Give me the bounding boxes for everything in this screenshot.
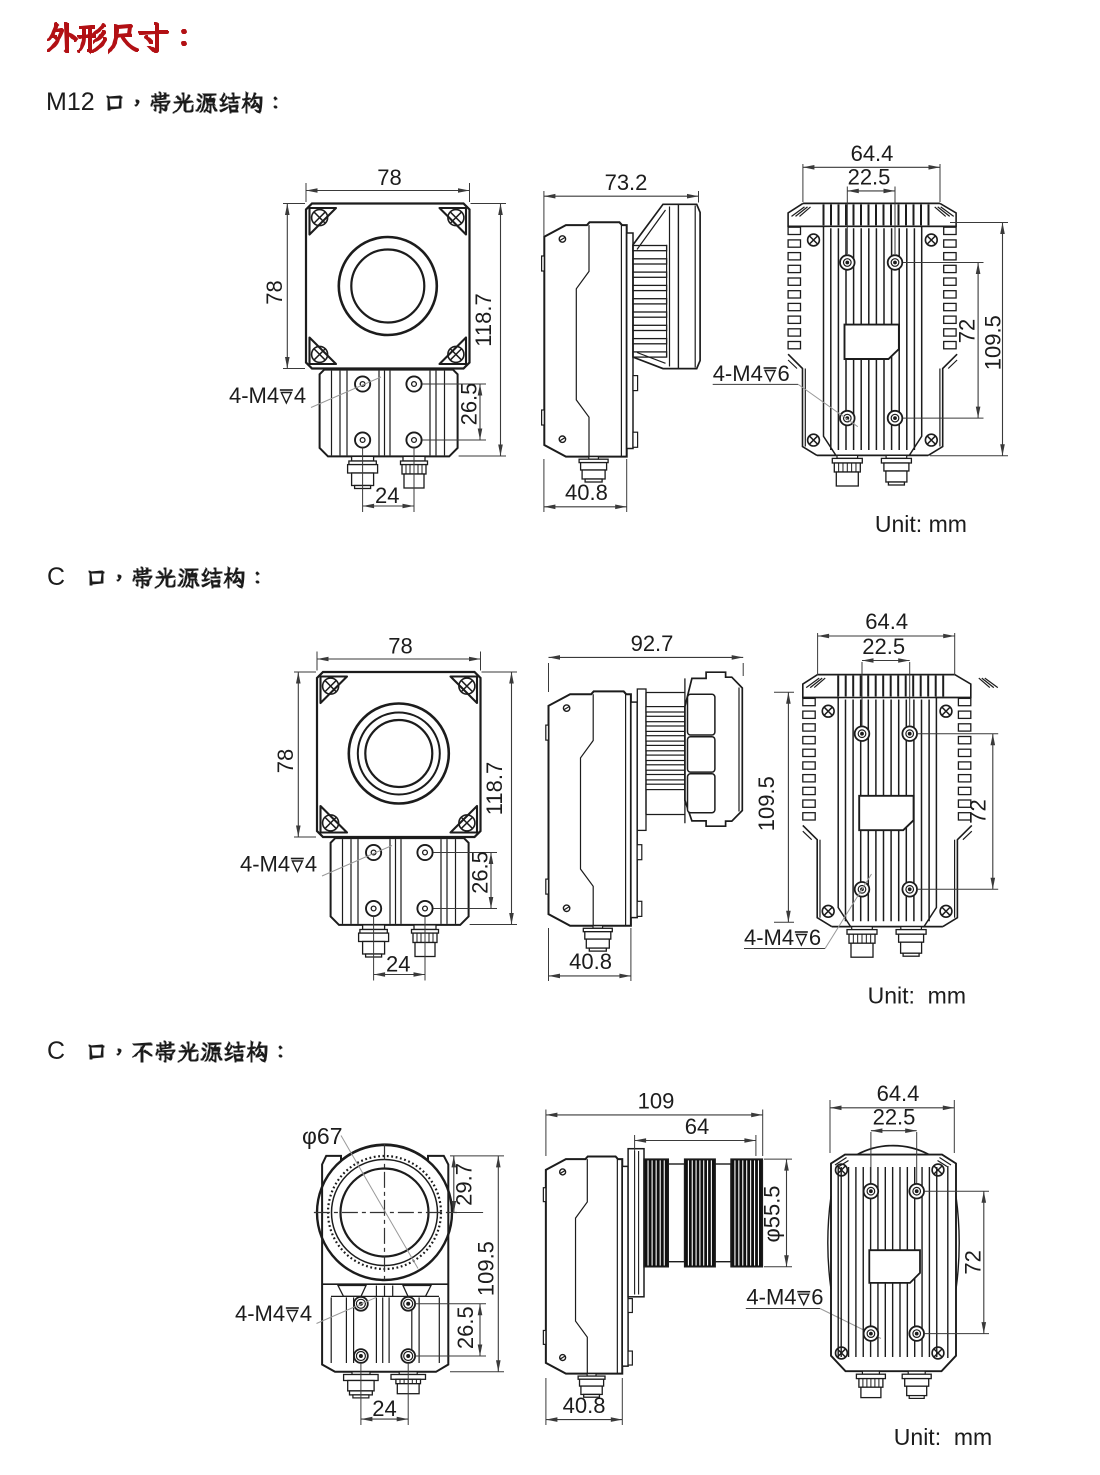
svg-text:φ55.5: φ55.5 — [760, 1185, 785, 1242]
svg-text:φ67: φ67 — [302, 1123, 343, 1149]
svg-text:4: 4 — [305, 852, 317, 877]
svg-text:109.5: 109.5 — [754, 776, 779, 831]
svg-text:6: 6 — [778, 361, 790, 386]
svg-text:29.7: 29.7 — [452, 1163, 477, 1206]
svg-text:6: 6 — [811, 1285, 823, 1310]
svg-text:4-M4: 4-M4 — [746, 1285, 796, 1310]
svg-text:4: 4 — [294, 383, 306, 408]
svg-text:40.8: 40.8 — [565, 480, 608, 505]
svg-text:78: 78 — [388, 634, 412, 659]
svg-text:24: 24 — [372, 1396, 396, 1421]
svg-text:C: C — [47, 1037, 65, 1065]
svg-text:109.5: 109.5 — [474, 1241, 499, 1296]
svg-text:Unit: mm: Unit: mm — [875, 511, 967, 537]
svg-text:109.5: 109.5 — [981, 315, 1006, 370]
svg-text:Unit: mm: Unit: mm — [894, 1424, 992, 1450]
svg-text:73.2: 73.2 — [605, 170, 648, 195]
svg-text:C: C — [47, 563, 65, 591]
svg-text:64.4: 64.4 — [877, 1081, 920, 1106]
svg-text:4-M4: 4-M4 — [744, 925, 794, 950]
svg-text:26.5: 26.5 — [453, 1306, 478, 1349]
svg-text:22.5: 22.5 — [873, 1105, 916, 1130]
svg-text:26.5: 26.5 — [457, 383, 482, 426]
svg-text:118.7: 118.7 — [482, 762, 507, 815]
svg-text:64.4: 64.4 — [851, 141, 894, 166]
svg-text:24: 24 — [375, 483, 399, 508]
svg-text:72: 72 — [961, 1250, 986, 1274]
svg-text:72: 72 — [955, 319, 980, 343]
svg-text:92.7: 92.7 — [631, 631, 674, 656]
svg-text:22.5: 22.5 — [848, 165, 891, 190]
svg-text:22.5: 22.5 — [862, 634, 905, 659]
svg-text:78: 78 — [262, 280, 287, 304]
svg-text:6: 6 — [809, 925, 821, 950]
svg-text:4-M4: 4-M4 — [713, 361, 763, 386]
svg-text:109: 109 — [638, 1089, 675, 1114]
svg-text:64.4: 64.4 — [865, 609, 908, 634]
svg-text:40.8: 40.8 — [563, 1393, 606, 1418]
svg-text:78: 78 — [377, 165, 401, 190]
svg-text:4: 4 — [300, 1301, 312, 1326]
svg-text:4-M4: 4-M4 — [235, 1301, 285, 1326]
svg-text:24: 24 — [386, 952, 410, 977]
svg-text:64: 64 — [685, 1114, 709, 1139]
svg-text:Unit: mm: Unit: mm — [868, 983, 966, 1009]
svg-text:M12: M12 — [46, 88, 95, 116]
svg-text:26.5: 26.5 — [468, 851, 493, 894]
svg-text:4-M4: 4-M4 — [229, 383, 279, 408]
svg-text:118.7: 118.7 — [471, 293, 496, 346]
svg-text:40.8: 40.8 — [569, 949, 612, 974]
svg-text:72: 72 — [966, 799, 991, 823]
svg-text:4-M4: 4-M4 — [240, 852, 290, 877]
svg-text:78: 78 — [273, 749, 298, 773]
